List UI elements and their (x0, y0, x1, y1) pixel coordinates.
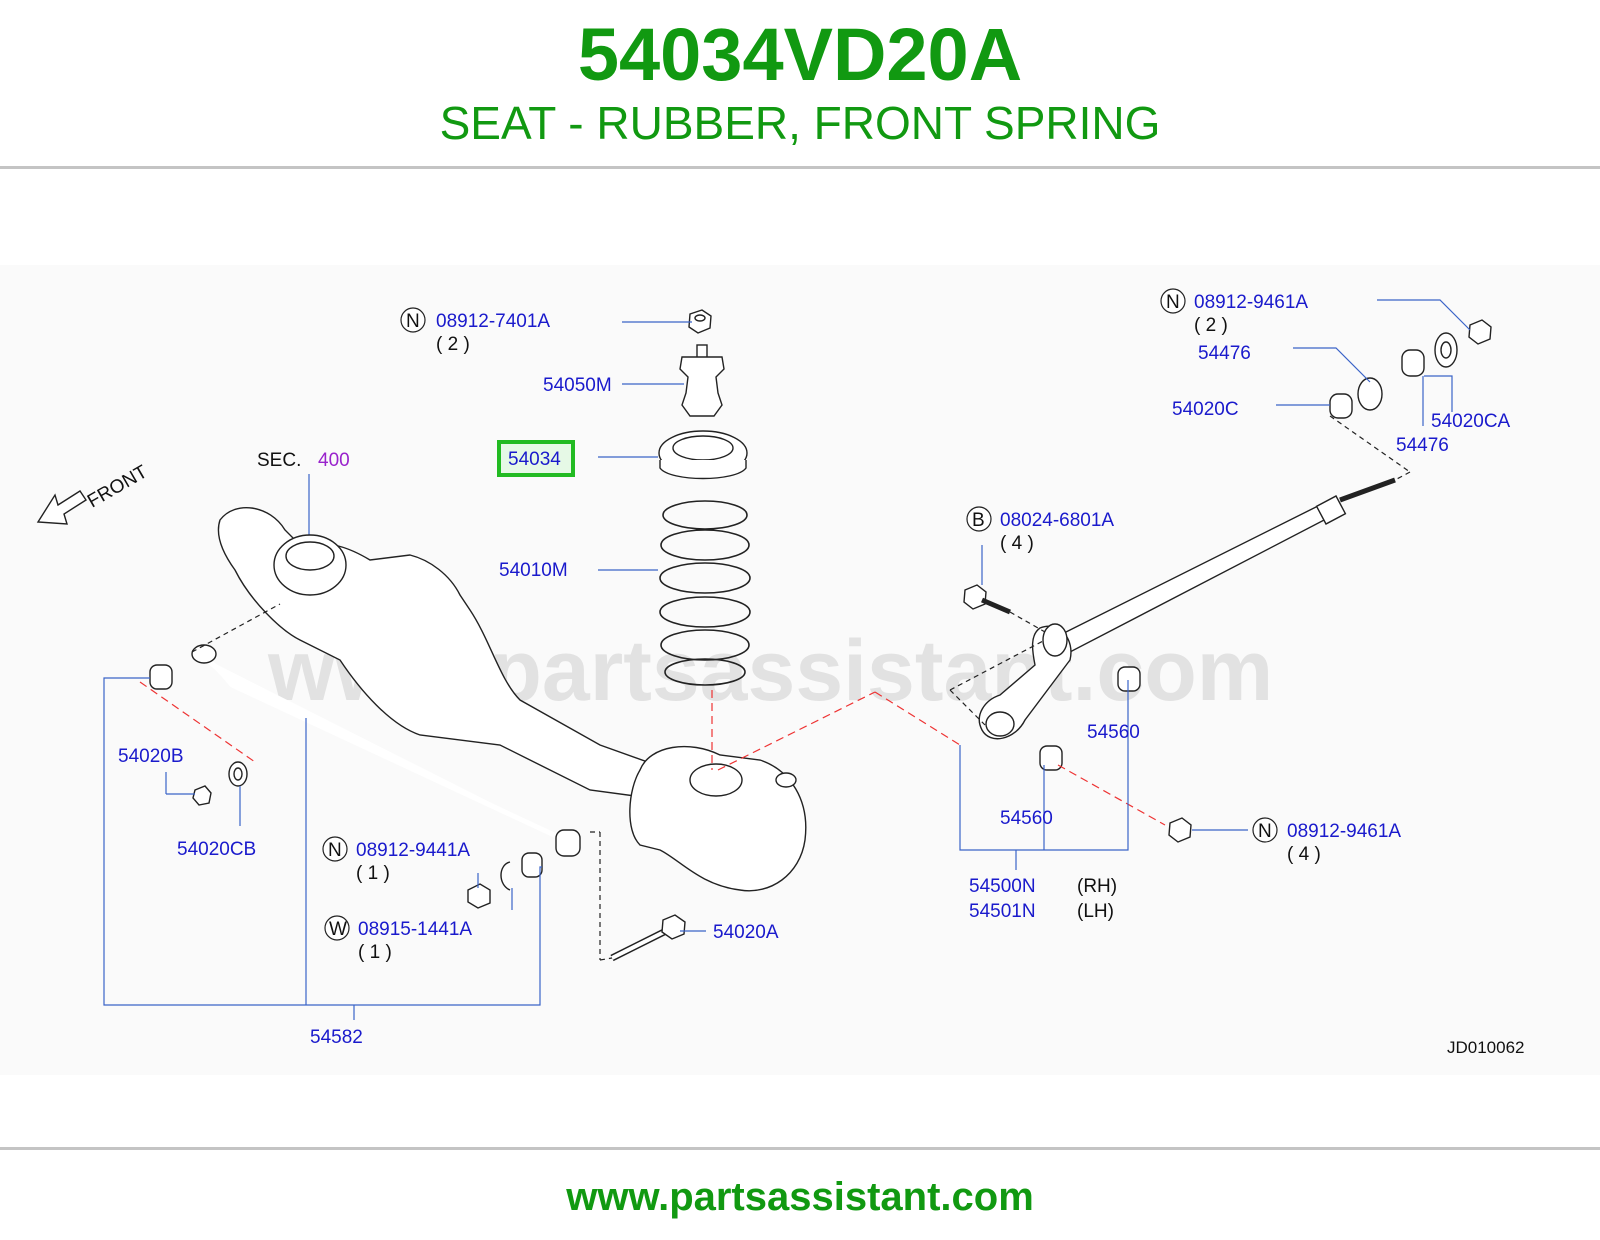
spring-seat-part (658, 430, 748, 480)
nut-symbol-icon: N (400, 307, 426, 333)
footer-url[interactable]: www.partsassistant.com (566, 1175, 1034, 1219)
svg-text:W: W (329, 919, 347, 940)
svg-text:N: N (406, 311, 420, 332)
section-prefix: SEC. (257, 450, 301, 471)
nut-symbol-icon: N (1160, 288, 1186, 314)
label-arm-lh-side: (LH) (1077, 901, 1114, 922)
nut-symbol-icon: N (1252, 817, 1278, 843)
qty-nut-right-bottom: ( 4 ) (1287, 844, 1321, 865)
label-washer-left[interactable]: 54020CB (177, 839, 256, 860)
label-bushing-right-lower[interactable]: 54476 (1396, 435, 1449, 456)
label-arm-rh-side: (RH) (1077, 876, 1117, 897)
label-nut-top[interactable]: 08912-7401A (436, 311, 550, 332)
label-stabilizer[interactable]: 54582 (310, 1027, 363, 1048)
right-top-hardware-part (1329, 319, 1492, 419)
label-coil-spring[interactable]: 54010M (499, 560, 568, 581)
rear-axle-housing (217, 506, 807, 892)
label-arm-rh[interactable]: 54500N (969, 876, 1036, 897)
diagram-code: JD010062 (1447, 1038, 1525, 1057)
label-washer-mid[interactable]: 08915-1441A (358, 919, 472, 940)
front-label: FRONT (84, 461, 152, 512)
right-bolt-part (963, 584, 1011, 615)
section-link[interactable]: 400 (318, 450, 350, 471)
mid-nut-part (467, 852, 543, 909)
label-bushing-left[interactable]: 54020B (118, 746, 184, 767)
right-bottom-nut-part (1168, 817, 1192, 843)
label-nut-mid[interactable]: 08912-9441A (356, 840, 470, 861)
left-washer-part (192, 761, 248, 806)
top-nut-part (688, 309, 712, 334)
coil-spring-part (659, 500, 751, 686)
washer-symbol-icon: W (324, 915, 350, 941)
part-number-title: 54034VD20A (577, 13, 1023, 96)
qty-washer-mid: ( 1 ) (358, 942, 392, 963)
label-nut-right-top[interactable]: 08912-9461A (1194, 292, 1308, 313)
arm-bushing-upper-part (1117, 666, 1141, 692)
label-bushing-right-top[interactable]: 54476 (1198, 343, 1251, 364)
bump-stop-part (679, 344, 725, 417)
qty-nut-top: ( 2 ) (436, 334, 470, 355)
label-bolt-right[interactable]: 08024-6801A (1000, 510, 1114, 531)
nut-symbol-icon: N (322, 836, 348, 862)
front-arrow-icon (36, 490, 87, 525)
label-bushing-arm-lower[interactable]: 54560 (1000, 808, 1053, 829)
arm-bushing-lower-part (1039, 745, 1063, 771)
bottom-bolt-part (610, 914, 686, 962)
svg-text:B: B (972, 510, 985, 531)
label-nut-right-bottom[interactable]: 08912-9461A (1287, 821, 1401, 842)
left-bushing-part (149, 664, 173, 690)
label-bushing-arm-upper[interactable]: 54560 (1087, 722, 1140, 743)
label-spring-seat[interactable]: 54034 (508, 449, 561, 470)
label-washer-right-ca[interactable]: 54020CA (1431, 411, 1511, 432)
qty-nut-mid: ( 1 ) (356, 863, 390, 884)
qty-bolt-right: ( 4 ) (1000, 533, 1034, 554)
svg-text:N: N (1258, 821, 1272, 842)
label-bolt-bottom[interactable]: 54020A (713, 922, 779, 943)
label-bump-stop[interactable]: 54050M (543, 375, 612, 396)
header-divider (0, 166, 1600, 169)
qty-nut-right-top: ( 2 ) (1194, 315, 1228, 336)
svg-text:N: N (328, 840, 342, 861)
stabilizer-bar-part (191, 644, 581, 857)
part-name-subtitle: SEAT - RUBBER, FRONT SPRING (439, 97, 1161, 149)
bolt-symbol-icon: B (966, 506, 992, 532)
label-arm-lh[interactable]: 54501N (969, 901, 1036, 922)
svg-text:N: N (1166, 292, 1180, 313)
highlight-box (497, 440, 575, 477)
trailing-arm-part (978, 623, 1072, 740)
label-bushing-right-c[interactable]: 54020C (1172, 399, 1239, 420)
footer-divider (0, 1147, 1600, 1150)
